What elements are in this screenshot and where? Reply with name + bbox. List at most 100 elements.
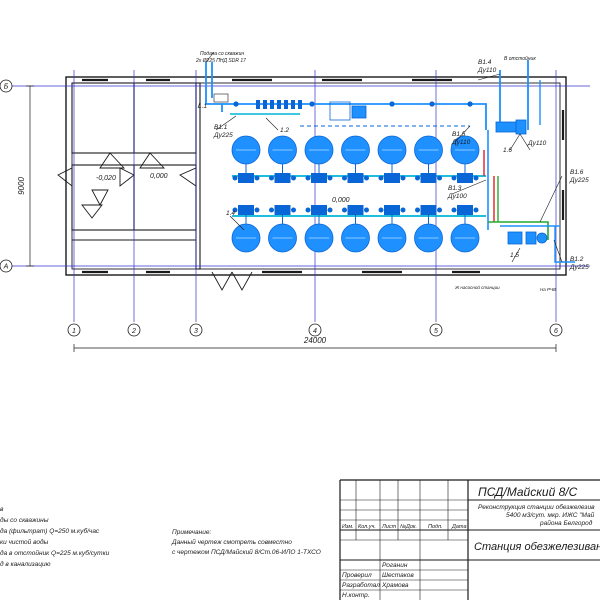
axis-bubble [429,323,443,337]
axis-bubble [0,259,13,273]
valve-block [311,205,327,215]
room-level-1: -0,020 [96,175,116,182]
header-valve [270,100,274,109]
svg-text:B1.6: B1.6 [570,169,584,176]
header-fitting [309,101,315,107]
title-project-line3: района Белгород [539,519,593,527]
svg-text:Дата: Дата [451,524,467,530]
svg-text:1.2: 1.2 [280,127,289,134]
label-supply-line1: Подача со скважин [200,51,244,57]
header-fitting [233,101,239,107]
header-devices [213,93,473,109]
svg-text:ки чистой воды: ки чистой воды [0,538,49,546]
callout-b1-4: Ду110 [527,140,547,147]
svg-text:Проверил: Проверил [342,572,372,579]
header-valve [291,100,295,109]
callout-1-1: 1.1 [198,103,207,110]
axis-bubble [308,323,322,337]
svg-text:B1.4: B1.4 [478,59,492,66]
header-valve [263,100,267,109]
axis-label: Б [4,84,9,91]
door-swings [57,152,253,291]
svg-text:Подп.: Подп. [428,524,443,530]
svg-text:Изм.: Изм. [342,524,354,530]
leaders [197,51,563,263]
dimension-width: 24000 [303,336,327,345]
header-valve [256,100,260,109]
label-from-pump: Ж насосной станции [454,284,500,290]
svg-text:да в отстойник Q=225 м.куб/сут: да в отстойник Q=225 м.куб/сутки [0,549,110,557]
callout-b1-1: B1.1 Ду225 [213,124,233,139]
svg-text:Храмова: Храмова [381,582,409,589]
svg-text:B1.1: B1.1 [214,124,228,131]
svg-text:с чертежом ПСД/Майский 8/Ст.06: с чертежом ПСД/Майский 8/Ст.06-ИЛО 1-ТХС… [172,548,321,556]
title-project-line2: 5400 м3/сут. мкр. ИЖС "Май [506,511,595,519]
svg-text:Ду110: Ду110 [477,67,497,74]
header-fitting [389,101,395,107]
svg-text:B1.3: B1.3 [448,185,462,192]
axis-label: 3 [194,328,198,335]
svg-text:№Док.: №Док. [400,524,417,530]
valve-block [457,205,473,215]
axis-label: А [3,264,9,271]
room-level-2: 0,000 [150,173,168,180]
valve-block [347,205,364,215]
label-to-tank: В отстойник [504,55,536,62]
svg-text:1.1: 1.1 [198,103,207,110]
axis-bubble [0,79,13,93]
outlet-pipe [488,221,549,240]
svg-text:Ду110: Ду110 [451,139,471,146]
svg-text:Ду225: Ду225 [569,177,589,184]
valve-block [238,205,254,215]
svg-text:Ду225: Ду225 [213,132,233,139]
valve-block [384,205,400,215]
svg-text:Н.контр.: Н.контр. [342,592,370,599]
header-fitting [429,101,435,107]
header-valve [277,100,281,109]
legend: в ды со скважины да (фильтрат) Q=250 м.к… [0,506,110,568]
header-valve [284,100,288,109]
outer-wall-outer [65,76,567,276]
svg-text:B1.2: B1.2 [570,256,584,263]
title-block-names: Роганин Шестаков Храмова [381,562,414,589]
svg-text:Ду110: Ду110 [527,140,547,147]
axis-label: 6 [554,328,558,335]
svg-text:в: в [0,506,4,513]
valve-block [384,173,400,183]
svg-text:Кол.уч.: Кол.уч. [358,524,376,530]
svg-text:Ду225: Ду225 [569,264,589,271]
axis-bubble [127,323,141,337]
svg-text:B1.5: B1.5 [452,131,466,138]
callout-1-2: 1.2 [280,127,289,134]
pump-group [329,101,548,245]
label-to-consumer: На РЧВ [540,287,556,292]
valve-block [457,173,473,183]
svg-text:да (фильтрат) Q=250 м.куб/час: да (фильтрат) Q=250 м.куб/час [0,527,100,535]
title-block-header: Изм. Кол.уч. Лист №Док. Подп. Дата [342,524,467,530]
valve-block [238,173,254,183]
svg-text:Примечание:: Примечание: [172,529,211,536]
title-block-roles: Проверил Разработал Н.контр. [342,572,380,599]
svg-text:Ду100: Ду100 [447,193,467,200]
drawing-note: Примечание: Данный чертеж смотреть совме… [171,529,321,556]
valve-block [311,173,327,183]
valve-block [274,205,291,215]
title-doc-code: ПСД/Майский 8/С [478,485,578,499]
callout-1-6: 1.6 [503,147,512,154]
dimension-lines [26,85,557,352]
callout-b1-2: B1.2 Ду225 [569,256,589,271]
svg-text:1.4: 1.4 [226,210,235,217]
hall-level: 0,000 [332,197,350,204]
svg-text:1.5: 1.5 [510,252,519,259]
supply-pipe [205,62,223,112]
header-fitting [467,101,473,107]
callout-b1-3: B1.3 Ду100 [447,185,467,200]
title-sheet-title: Станция обезжелезиван [474,541,600,553]
axis-bubble [549,323,563,337]
axis-bubble [67,323,81,337]
svg-text:Шестаков: Шестаков [382,572,414,579]
callout-1-5: 1.5 [510,252,519,259]
axis-label: 1 [72,328,76,335]
callout-1-4: 1.4 [226,210,235,217]
